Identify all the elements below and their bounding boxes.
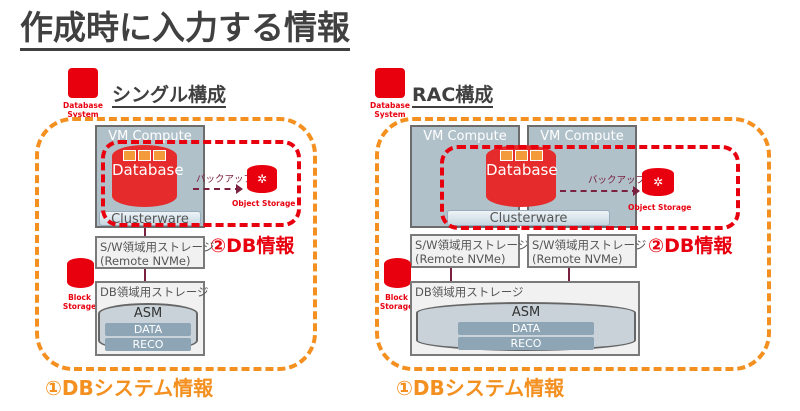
sw-storage-2: S/W領域用ストレージ (Remote NVMe) — [527, 234, 647, 268]
connector — [144, 269, 146, 282]
db-storage-label: DB領域用ストレージ — [415, 285, 524, 299]
rac-heading: RAC構成 — [412, 84, 494, 108]
db-info-label: ②DB情報 — [210, 235, 295, 257]
reco-diskgroup: RECO — [105, 338, 191, 351]
vm-label: VM Compute — [423, 129, 507, 144]
reco-diskgroup: RECO — [458, 337, 594, 350]
data-diskgroup: DATA — [458, 322, 594, 335]
object-storage-label: Object Storage — [628, 203, 692, 212]
object-storage-label: Object Storage — [232, 199, 296, 208]
database-cylinder: Database — [486, 145, 558, 207]
clusterware: Clusterware — [447, 210, 610, 226]
block-storage-label: Block Storage — [62, 293, 97, 311]
db-system-label: Database System — [63, 101, 103, 119]
sw-storage-1: S/W領域用ストレージ (Remote NVMe) — [410, 234, 530, 268]
db-system-boundary — [35, 117, 317, 371]
data-diskgroup: DATA — [105, 323, 191, 336]
database-system-icon — [375, 68, 405, 98]
database-system-icon — [68, 68, 98, 98]
db-info-label: ②DB情報 — [648, 235, 733, 257]
sw-storage: S/W領域用ストレージ (Remote NVMe) — [95, 236, 215, 269]
block-storage-icon — [67, 258, 94, 288]
sw-storage-type: (Remote NVMe) — [532, 252, 623, 266]
asm-label: ASM — [511, 305, 541, 320]
object-storage-icon: ✲ — [642, 168, 674, 196]
asm-label: ASM — [133, 306, 163, 321]
object-storage-icon: ✲ — [247, 165, 277, 193]
connector — [568, 268, 570, 282]
sw-storage-label: S/W領域用ストレージ — [100, 240, 215, 254]
block-storage-label: Block Storage — [379, 293, 414, 311]
sw-storage-label: S/W領域用ストレージ — [415, 238, 530, 252]
db-system-boundary — [375, 117, 771, 371]
database-label: Database — [112, 161, 184, 179]
page-title: 作成時に入力する情報 — [20, 8, 350, 51]
db-storage-label: DB領域用ストレージ — [100, 285, 209, 299]
db-system-info-label: ①DBシステム情報 — [45, 376, 214, 400]
db-system-info-label: ①DBシステム情報 — [396, 376, 565, 400]
backup-arrow — [560, 186, 640, 196]
db-info-boundary — [101, 140, 301, 227]
vm-label: VM Compute — [540, 129, 624, 144]
sw-storage-type: (Remote NVMe) — [415, 252, 506, 266]
connector — [144, 228, 146, 238]
single-heading: シングル構成 — [112, 84, 227, 108]
backup-arrow — [193, 184, 243, 194]
backup-label: バックアップ — [588, 175, 646, 186]
sw-storage-label: S/W領域用ストレージ — [532, 238, 647, 252]
sw-storage-type: (Remote NVMe) — [100, 254, 191, 268]
connector — [450, 268, 452, 282]
asm-disk: ASM DATA RECO — [416, 302, 636, 351]
asm-disk: ASM DATA RECO — [98, 303, 198, 351]
db-info-boundary — [440, 145, 740, 230]
database-label: Database — [486, 161, 558, 179]
db-system-label: Database System — [370, 101, 410, 119]
backup-label: バックアップ — [196, 174, 254, 185]
database-cylinder: Database — [112, 145, 184, 207]
block-storage-icon — [384, 258, 411, 288]
